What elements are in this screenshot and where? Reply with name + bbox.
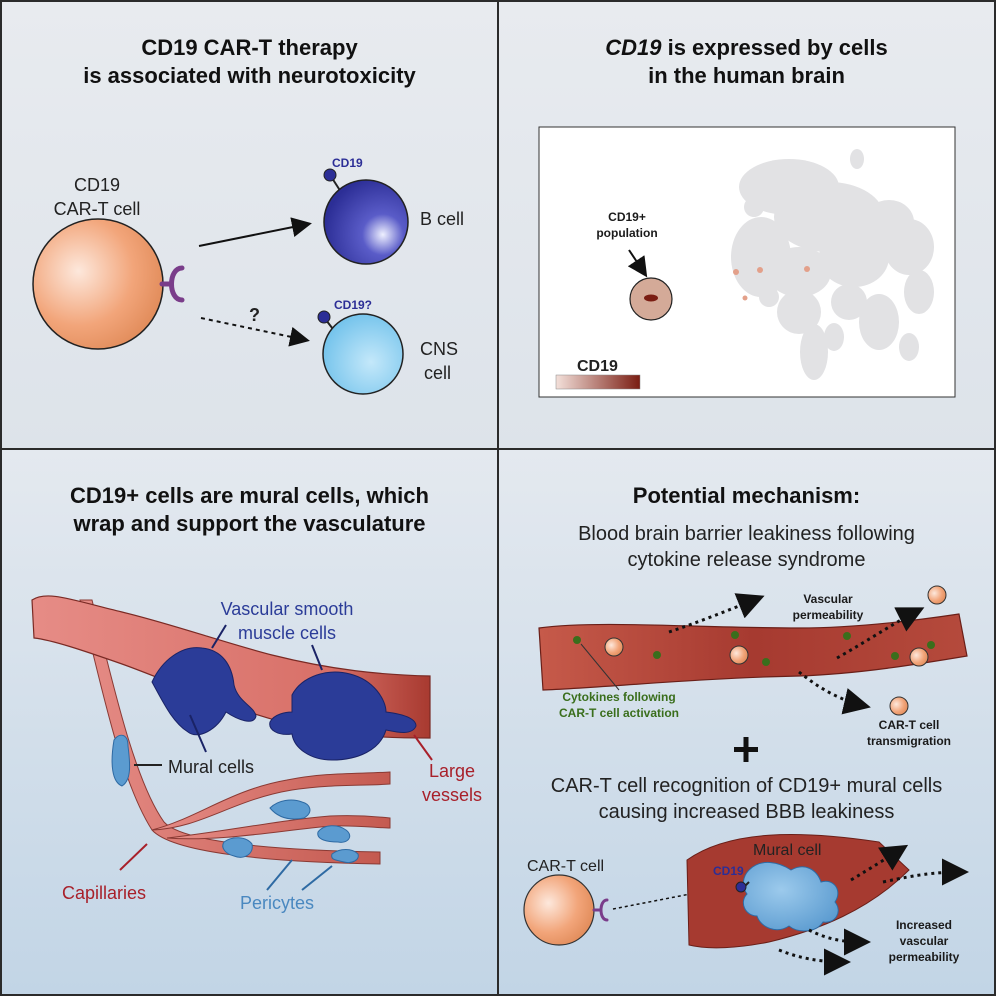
escaped-cart-cell: [927, 585, 947, 605]
panel-a-title-1: CD19 CAR-T therapy: [141, 35, 358, 60]
cns-label-1: CNS: [420, 339, 459, 359]
mural-cell: [742, 862, 839, 932]
panel-b-title-rest: is expressed by cells: [661, 35, 888, 60]
b-cell: [323, 179, 409, 265]
increased-perm-label-3: permeability: [888, 950, 960, 964]
cd19-population-core: [644, 294, 658, 302]
population-label-1: CD19+: [608, 210, 646, 224]
vsmc-cell-1: [151, 647, 257, 736]
panel-mural-cells: CD19+ cells are mural cells, which wrap …: [2, 450, 497, 994]
vsmc-cell-2: [269, 671, 417, 761]
panel-d-graphic: [523, 585, 969, 976]
increased-perm-label-1: Increased: [895, 918, 953, 932]
population-label-2: population: [596, 226, 658, 240]
leaky-vessel: [538, 613, 968, 691]
vascular-perm-label-1: Vascular: [803, 592, 853, 606]
panel-cd19-brain-expression: CD19 is expressed by cells in the human …: [499, 2, 994, 448]
cart-cell-label: CAR-T cell: [527, 858, 605, 875]
bcell-antigen: [323, 168, 337, 182]
pericyte-1: [111, 734, 131, 787]
cd19-antigen-mural: [735, 881, 747, 893]
recognition-label-2: causing increased BBB leakiness: [598, 801, 895, 823]
permeability-arrows: [668, 593, 925, 715]
panel-b-title-1: CD19 is expressed by cells: [499, 34, 994, 62]
cns-antigen: [317, 310, 331, 324]
cart-cell: [32, 218, 164, 350]
panel-c-graphic: [31, 595, 433, 891]
bcell-antigen-label: CD19: [332, 156, 363, 170]
panel-a-graphic: [32, 168, 409, 395]
arrow-to-cns-cell: [200, 317, 310, 347]
panel-b-title-gene: CD19: [605, 35, 662, 60]
panel-b-graphic: [538, 126, 956, 398]
cns-label-2: cell: [424, 363, 452, 383]
panel-b-title-2: in the human brain: [648, 63, 845, 88]
cart-label-1: CD19: [73, 175, 121, 195]
cd19-color-legend: [555, 374, 641, 390]
car-receptor-d: [592, 898, 609, 922]
cd19-label: CD19: [713, 864, 744, 878]
panel-a-title-2: is associated with neurotoxicity: [83, 63, 416, 88]
pericytes-label: Pericytes: [240, 893, 315, 913]
question-mark: ?: [249, 305, 260, 325]
cytokines-label-1: Cytokines following: [562, 690, 676, 704]
pericyte-5: [331, 849, 359, 863]
population-arrow: [627, 249, 648, 278]
panel-c-title-2: wrap and support the vasculature: [73, 511, 426, 536]
vsmc-label-1: Vascular smooth: [220, 599, 354, 619]
bcell-label: B cell: [420, 209, 465, 229]
pericytes: [111, 734, 359, 863]
transmigrated-cart-cell: [889, 696, 909, 716]
pericyte-2: [269, 799, 311, 820]
capillaries-label: Capillaries: [62, 883, 147, 903]
cart-label-2: CAR-T cell: [53, 199, 141, 219]
pericyte-4: [317, 825, 351, 843]
arrow-to-bcell: [198, 217, 312, 247]
vascular-perm-label-2: permeability: [792, 608, 864, 622]
panel-c-title-1: CD19+ cells are mural cells, which: [70, 483, 429, 508]
large-vessels-label-1: Large: [428, 761, 476, 781]
cart-cells-in-vessel: [604, 637, 929, 667]
panel-cart-neurotoxicity: CD19 CAR-T therapy is associated with ne…: [2, 2, 497, 448]
vsmc-label-2: muscle cells: [237, 623, 337, 643]
increased-perm-label-2: vascular: [899, 934, 949, 948]
cytokines: [573, 631, 935, 666]
panel-d-subtitle-1: Blood brain barrier leakiness following: [578, 523, 915, 545]
increased-permeability-arrows: [778, 844, 969, 976]
umap-cd19-positive-points: [733, 266, 810, 301]
cytokines-label-2: CAR-T cell activation: [558, 706, 680, 720]
pericyte-3: [222, 837, 253, 858]
transmigration-label-1: CAR-T cell: [878, 718, 940, 732]
cns-cell: [322, 313, 404, 395]
leader-lines: [119, 624, 433, 891]
large-vessels-label-2: vessels: [421, 785, 483, 805]
car-receptor: [159, 265, 185, 303]
plus-sign: [734, 737, 758, 762]
transmigration-label-2: transmigration: [866, 734, 951, 748]
panel-d-title: Potential mechanism:: [632, 483, 861, 508]
legend-label: CD19: [577, 358, 618, 375]
mural-cells-label: Mural cells: [168, 757, 255, 777]
cytokine-leader: [580, 643, 620, 691]
panel-d-subtitle-2: cytokine release syndrome: [627, 549, 866, 571]
panel-potential-mechanism: Potential mechanism: Blood brain barrier…: [499, 450, 994, 994]
cns-antigen-label: CD19?: [334, 298, 373, 312]
recognition-label-1: CAR-T cell recognition of CD19+ mural ce…: [550, 775, 943, 797]
cart-cell-recognition: [523, 874, 595, 946]
plus-text: +: [729, 726, 730, 748]
umap-cell-clusters: [731, 149, 934, 380]
mural-cell-label: Mural cell: [753, 842, 822, 859]
vascular-smooth-muscle-cells: [151, 647, 417, 761]
